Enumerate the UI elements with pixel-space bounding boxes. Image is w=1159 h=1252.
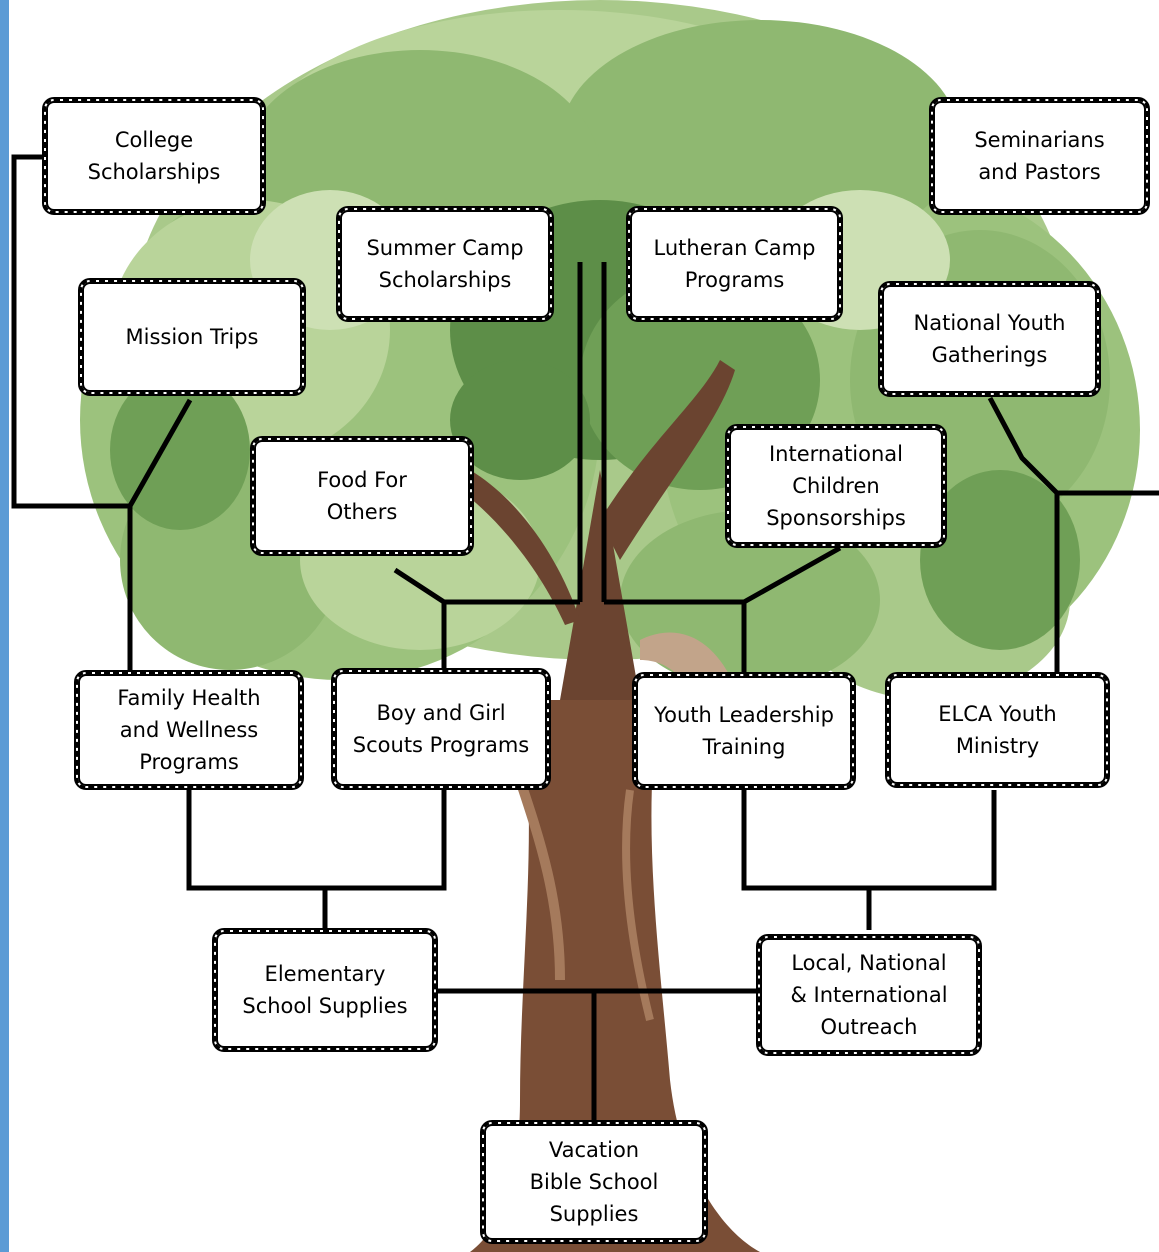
left-accent-bar [0,0,9,1252]
box-international-children-sponsorships: International Children Sponsorships [725,424,947,548]
box-elca-youth-ministry: ELCA Youth Ministry [885,672,1110,788]
box-summer-camp-scholarships: Summer Camp Scholarships [336,206,554,322]
box-vacation-bible-school-supplies: Vacation Bible School Supplies [480,1120,708,1244]
box-local-national-international-outreach: Local, National & International Outreach [756,934,982,1056]
box-college-scholarships: College Scholarships [42,97,266,215]
box-elementary-school-supplies: Elementary School Supplies [212,928,438,1052]
box-family-health-programs: Family Health and Wellness Programs [74,670,304,790]
box-food-for-others: Food For Others [250,436,474,556]
tree-trunk [460,360,760,1252]
box-youth-leadership-training: Youth Leadership Training [632,672,856,790]
box-boy-and-girl-scouts-programs: Boy and Girl Scouts Programs [331,668,551,790]
box-lutheran-camp-programs: Lutheran Camp Programs [626,206,843,322]
box-seminarians-and-pastors: Seminarians and Pastors [929,97,1150,215]
box-national-youth-gatherings: National Youth Gatherings [878,281,1101,397]
box-mission-trips: Mission Trips [78,278,306,396]
